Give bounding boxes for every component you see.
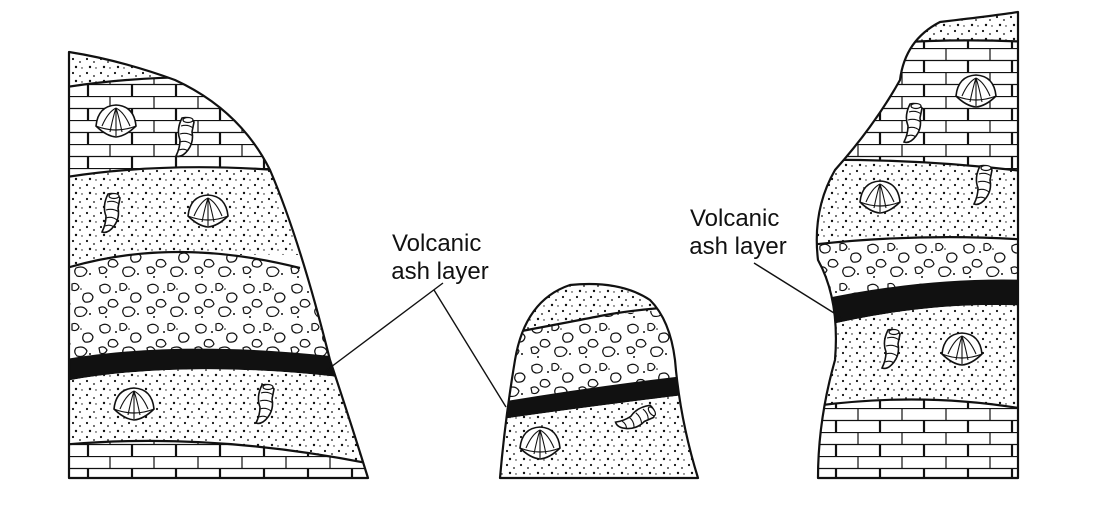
ash-label-right-line2: ash layer: [689, 233, 786, 260]
right-limestone-base-layer: [816, 399, 1018, 478]
middle-ash-layer: [500, 373, 698, 420]
right-rock-column: [815, 10, 1020, 480]
ash-label-right: Volcanic ash layer: [689, 205, 786, 260]
right-fossil-sandstone-layer: [816, 305, 1018, 410]
ash-label-left-line1: Volcanic: [392, 230, 481, 257]
left-conglomerate-layer: [69, 252, 368, 365]
ash-leader-line-left: [322, 282, 444, 374]
left-ash-layer: [69, 348, 368, 385]
ash-label-left: Volcanic ash layer: [391, 230, 488, 285]
ash-label-right-line1: Volcanic: [690, 205, 779, 232]
right-sandstone-layer: [816, 159, 1018, 246]
ash-label-left-line2: ash layer: [391, 258, 488, 285]
ash-leader-line-middle: [433, 289, 507, 408]
right-ash-layer: [816, 279, 1018, 332]
ash-leader-line-right: [753, 262, 843, 319]
left-rock-column: [67, 50, 370, 480]
middle-fossil-sandstone-layer: [500, 392, 698, 478]
right-conglomerate-layer: [816, 237, 1018, 304]
middle-rock-column: [498, 282, 700, 480]
